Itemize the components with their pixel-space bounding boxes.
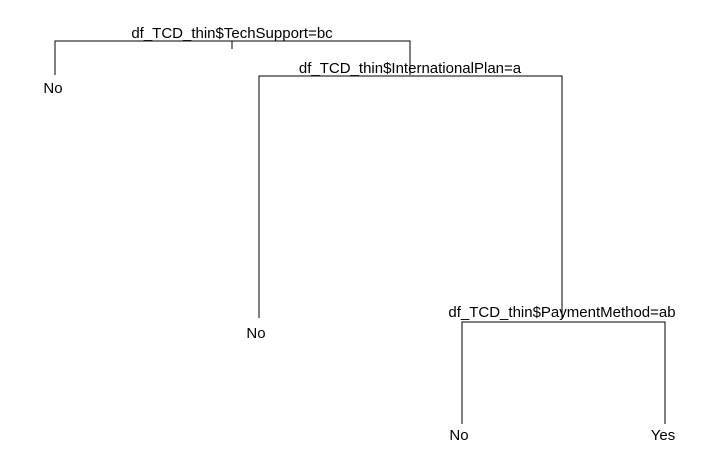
leaf-label-internationalplan-left: No [246,325,265,342]
branch-paymentmethod [461,321,666,424]
split-node-internationalplan: df_TCD_thin$InternationalPlan=a [258,60,563,318]
split-label-techsupport: df_TCD_thin$TechSupport=bc [131,25,333,42]
split-node-techsupport: df_TCD_thin$TechSupport=bc [54,25,411,75]
split-node-paymentmethod: df_TCD_thin$PaymentMethod=ab [448,304,676,424]
split-label-internationalplan: df_TCD_thin$InternationalPlan=a [299,60,522,77]
split-label-paymentmethod: df_TCD_thin$PaymentMethod=ab [448,304,675,321]
branch-internationalplan [258,75,563,318]
leaf-label-paymentmethod-left: No [449,427,468,444]
leaf-label-paymentmethod-right: Yes [651,427,675,444]
leaf-label-techsupport-left: No [43,80,62,97]
